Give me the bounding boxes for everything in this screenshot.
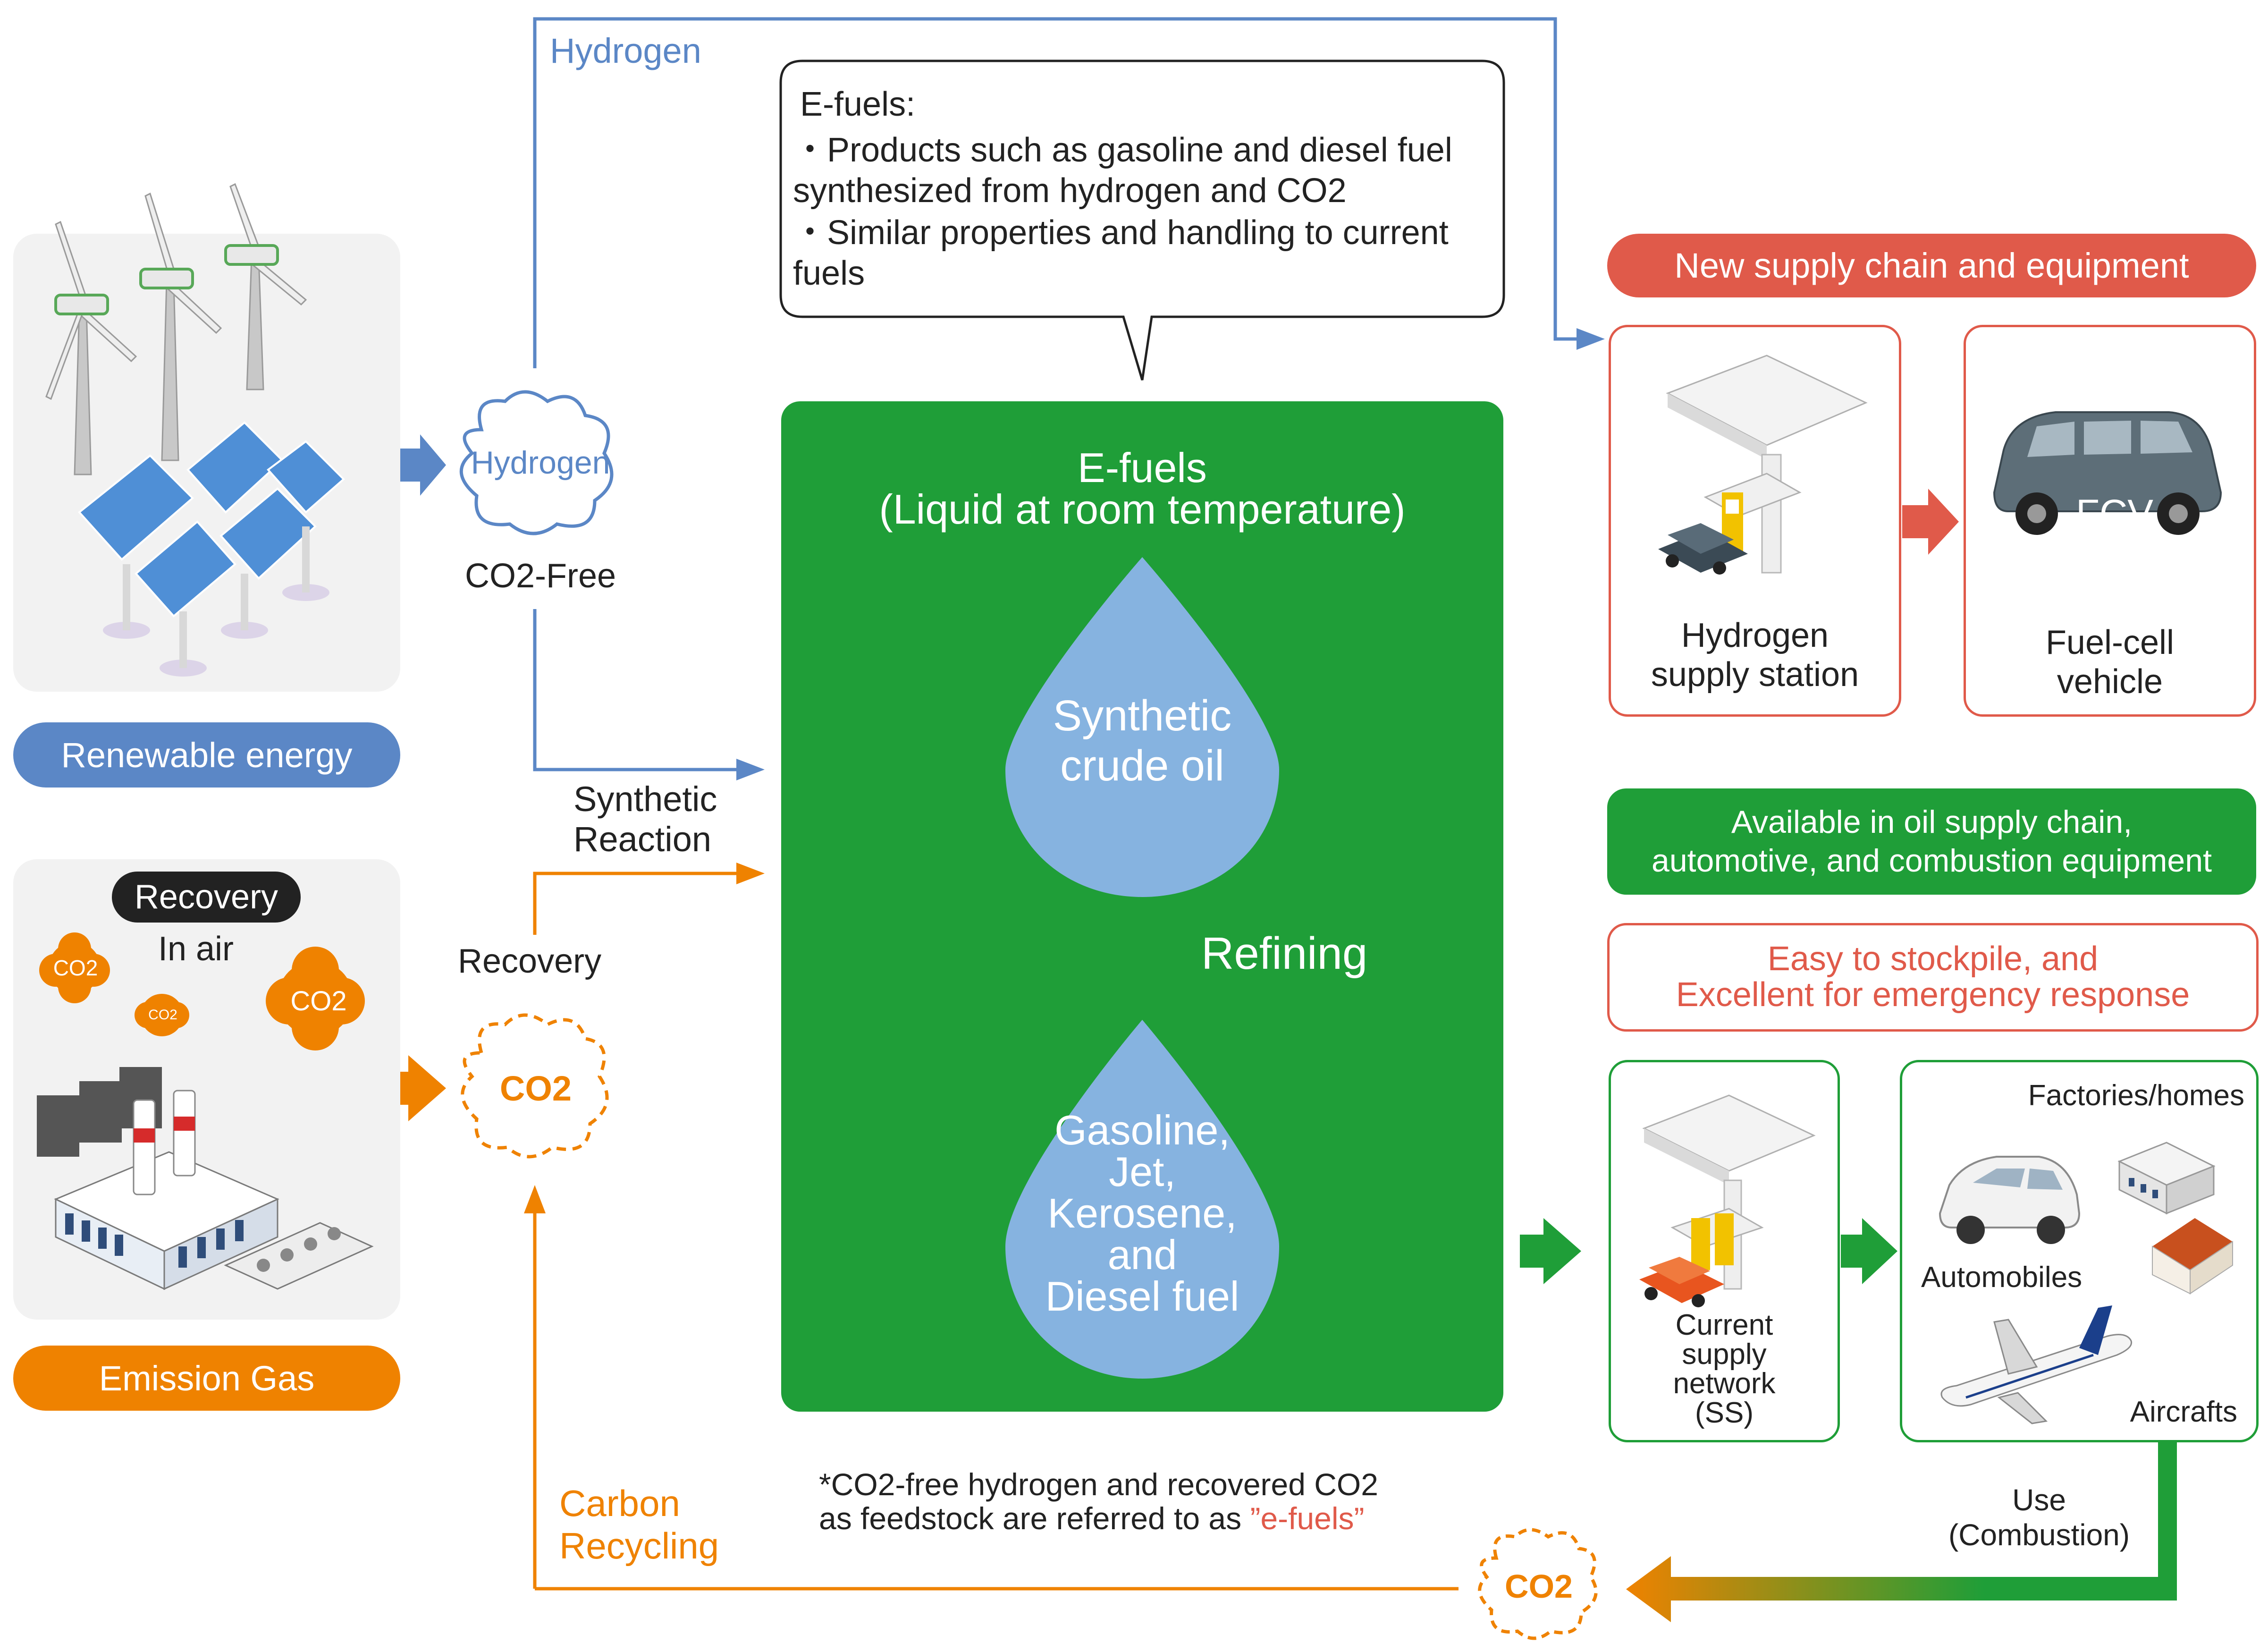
hydrogen-efuel-line [533,609,736,771]
uses-box: Factories/homes Automobiles Aircrafts [1900,1060,2259,1442]
use-combustion-arrow [1626,1440,2177,1622]
available-label: Available in oil supply chain, automotiv… [1607,788,2256,895]
callout-bubble [779,59,1505,381]
co2-cloud-dashed-icon [461,1013,609,1159]
fcv-badge-label: FCV [2076,492,2153,535]
recovery-arrowhead [736,863,765,884]
products-label: Gasoline, Jet, Kerosene, and Diesel fuel [1045,1107,1239,1320]
factories-homes-label: Factories/homes [2028,1079,2244,1112]
hydrogen-cloud-label: Hydrogen [471,445,610,481]
efuel-to-ss-arrow [1520,1218,1581,1284]
hydrogen-station-label: Hydrogen supply station [1651,617,1859,694]
recovery-badge: Recovery [112,872,301,923]
stockpile-label: Easy to stockpile, and Excellent for eme… [1607,923,2259,1032]
aircrafts-label: Aircrafts [2130,1396,2237,1428]
emission-panel [13,859,400,1320]
emission-gas-label: Emission Gas [13,1346,400,1411]
wind-turbine-icon [45,183,345,677]
hydrogen-station-box: Hydrogen supply station [1609,325,1901,717]
factory-home-icon [2117,1142,2233,1295]
recovery-line [533,872,736,935]
factory-icon [37,932,374,1290]
callout-title: E-fuels: [800,85,916,123]
refining-label: Refining [1201,928,1368,979]
efuels-title: E-fuels (Liquid at room temperature) [879,444,1406,533]
recovery-label: Recovery [458,942,602,980]
footnote-highlight: ”e-fuels” [1250,1501,1365,1536]
in-air-label: In air [158,930,234,968]
footnote-main: *CO2-free hydrogen and recovered CO2 as … [819,1466,1378,1536]
fcv-box: FCV Fuel-cell vehicle [1964,325,2256,717]
automobile-icon [1939,1156,2081,1244]
station-to-fcv-arrow [1902,489,1959,555]
co2-cloud-label: CO2 [499,1068,572,1108]
hydrogen-top-line [533,17,1577,368]
new-supply-label: New supply chain and equipment [1607,234,2256,297]
hydrogen-cloud-icon [459,390,614,535]
products-drop-icon [1005,1020,1279,1379]
carbon-recycling-arrowhead [524,1185,546,1213]
hydrogen-top-arrowhead [1577,328,1605,350]
co2-bottom-label: CO2 [1505,1568,1573,1605]
callout-bullet-2: ・Similar properties and handling to curr… [793,214,1449,293]
hydrogen-efuel-arrowhead [736,759,765,780]
automobiles-label: Automobiles [1921,1261,2083,1294]
synthetic-reaction-label: Synthetic Reaction [573,779,717,859]
hydrogen-top-label: Hydrogen [550,31,701,70]
co2-bottom-cloud-icon [1478,1528,1598,1640]
use-combustion-label: Use (Combustion) [1948,1483,2130,1552]
gas-station-icon [1639,1094,1816,1307]
fuel-cell-vehicle-label: Fuel-cell vehicle [2045,624,2175,701]
current-network-label: Current supply network (SS) [1673,1309,1776,1429]
co2-free-label: CO2-Free [464,557,616,595]
synthetic-crude-drop-icon [1005,557,1279,897]
current-network-box: Current supply network (SS) [1609,1060,1840,1442]
efuels-footnote: *CO2-free hydrogen and recovered CO2 as … [819,1433,1378,1536]
renewable-energy-label: Renewable energy [13,722,400,788]
hydrogen-station-icon [1658,355,1868,575]
ss-to-use-arrow [1841,1218,1897,1284]
renewable-panel [13,183,400,692]
co2-small-label-1: CO2 [53,956,98,980]
carbon-recycling-label: Carbon Recycling [559,1482,719,1567]
callout-bullet-1: ・Products such as gasoline and diesel fu… [793,131,1452,210]
synthetic-crude-label: Synthetic crude oil [1053,692,1232,790]
renewable-arrow [400,434,446,496]
co2-small-label-3: CO2 [290,985,347,1016]
aircraft-icon [1940,1305,2133,1424]
co2-small-label-2: CO2 [148,1007,177,1023]
fuel-cell-car-icon [1993,411,2222,535]
